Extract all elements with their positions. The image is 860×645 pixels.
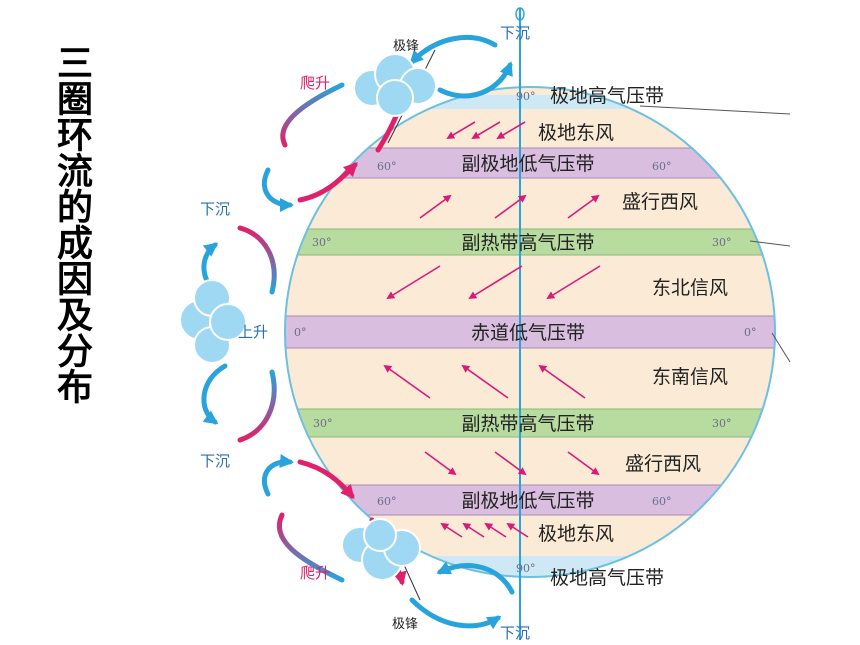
wind-arrow-west-n-2 xyxy=(494,194,527,219)
wind-arrow-west-s-1 xyxy=(424,451,457,476)
degree-label-60-north-right: 60° xyxy=(652,160,672,173)
cell-polar-north-return xyxy=(437,61,513,99)
belt-label-polar-high-north: 极地高气压带 xyxy=(550,85,664,107)
belt-equatorial-low xyxy=(285,315,775,349)
page-title: 三圈环流的成因及分布 xyxy=(51,44,92,404)
cell-polar-south-top xyxy=(409,597,502,630)
belt-label-subpolar-low-north: 副极地低气压带 xyxy=(461,153,594,175)
wind-arrow-west-s-2 xyxy=(494,451,527,476)
wind-arrow-se-1 xyxy=(383,364,431,399)
wind-arrow-ne-1 xyxy=(386,265,441,300)
belt-label-polar-high-south: 极地高气压带 xyxy=(550,567,664,589)
clouds xyxy=(179,53,437,581)
degree-labels: 90° 60° 60° 30° 30° 0° 0° 30° 30° 60° 60… xyxy=(294,90,757,575)
label-climb-north: 爬升 xyxy=(300,74,330,92)
wind-arrow-se-2 xyxy=(461,364,509,399)
wind-labels: 极地东风 盛行西风 东北信风 东南信风 盛行西风 极地东风 xyxy=(538,122,728,545)
leader-line-polar xyxy=(639,105,791,115)
cell-polar-north-top xyxy=(409,35,498,65)
wind-arrow-polar-s-4 xyxy=(506,522,529,538)
cloud-icon xyxy=(179,279,247,364)
axis-rotation-icon xyxy=(515,7,525,21)
wind-label-westerlies-north: 盛行西风 xyxy=(622,191,698,213)
wind-label-se-trades: 东南信风 xyxy=(652,366,728,388)
wind-arrows xyxy=(383,121,601,538)
belt-subtropical-high-south xyxy=(285,408,775,438)
cell-ferrel-north-left xyxy=(261,167,294,212)
vertical-labels: 下沉 爬升 下沉 上升 下沉 爬升 下沉 极锋 极锋 xyxy=(200,24,530,642)
cell-hadley-south-sink xyxy=(237,369,277,443)
globe xyxy=(284,7,791,640)
wind-label-polar-easterlies-south: 极地东风 xyxy=(538,523,614,545)
wind-arrow-polar-n-2 xyxy=(471,121,501,140)
degree-label-90-north: 90° xyxy=(516,90,536,103)
cell-ferrel-south-top xyxy=(276,512,345,583)
cell-polar-south-return xyxy=(436,561,515,595)
belt-label-subpolar-low-south: 副极地低气压带 xyxy=(461,490,594,512)
wind-arrow-se-3 xyxy=(538,364,586,399)
leader-line-subtropical xyxy=(749,240,791,247)
degree-label-0-left: 0° xyxy=(294,326,307,339)
label-climb-south: 爬升 xyxy=(300,564,330,582)
wind-arrow-polar-n-1 xyxy=(446,121,476,140)
wind-label-westerlies-south: 盛行西风 xyxy=(625,453,701,475)
degree-label-30-north-left: 30° xyxy=(312,236,332,249)
wind-arrow-polar-n-3 xyxy=(496,121,526,140)
cloud-icon xyxy=(341,518,421,581)
wind-label-ne-trades: 东北信风 xyxy=(652,277,728,299)
cell-ferrel-north-bottom xyxy=(297,162,358,203)
belt-labels: 极地高气压带 副极地低气压带 副热带高气压带 赤道低气压带 副热带高气压带 副极… xyxy=(461,85,664,589)
belt-subpolar-low-north xyxy=(285,147,775,179)
belt-label-equatorial-low: 赤道低气压带 xyxy=(471,322,585,344)
wind-arrow-polar-s-3 xyxy=(484,522,507,538)
cell-hadley-north-sink xyxy=(237,225,277,295)
label-sink-south-pole: 下沉 xyxy=(500,624,530,642)
degree-label-60-south-left: 60° xyxy=(377,495,397,508)
label-sink-south-30: 下沉 xyxy=(200,452,230,470)
leader-line-equator xyxy=(771,332,791,363)
wind-arrow-polar-s-1 xyxy=(440,522,463,538)
cloud-icon xyxy=(353,53,437,117)
degree-label-60-south-right: 60° xyxy=(652,495,672,508)
degree-label-30-north-right: 30° xyxy=(712,236,732,249)
belt-subtropical-high-north xyxy=(285,228,775,256)
label-sink-north-pole: 下沉 xyxy=(500,24,530,42)
wind-arrow-west-n-3 xyxy=(567,194,600,219)
degree-label-90-south: 90° xyxy=(516,562,536,575)
cell-ferrel-north-top xyxy=(280,82,345,148)
label-sink-north-30: 下沉 xyxy=(200,200,230,218)
wind-arrow-west-n-1 xyxy=(419,194,452,219)
label-polar-front-south: 极锋 xyxy=(392,617,418,632)
degree-label-30-south-left: 30° xyxy=(313,417,333,430)
cell-ferrel-south-left xyxy=(261,454,294,497)
belt-label-subtropical-high-north: 副热带高气压带 xyxy=(461,232,594,254)
label-polar-front-north: 极锋 xyxy=(393,39,419,54)
wind-arrow-ne-3 xyxy=(546,265,601,300)
belt-subpolar-low-south xyxy=(285,484,775,516)
cell-hadley-south-top xyxy=(201,363,228,425)
globe-edge xyxy=(284,86,776,578)
wind-arrow-ne-2 xyxy=(468,265,523,300)
degree-label-0-right: 0° xyxy=(744,326,757,339)
cell-ferrel-south-bottom xyxy=(297,459,355,500)
label-rise-equator: 上升 xyxy=(238,323,268,341)
wind-arrow-polar-s-2 xyxy=(462,522,485,538)
belt-label-subtropical-high-south: 副热带高气压带 xyxy=(461,413,594,435)
degree-label-60-north-left: 60° xyxy=(377,160,397,173)
wind-label-polar-easterlies-north: 极地东风 xyxy=(538,122,614,144)
wind-arrow-west-s-3 xyxy=(567,451,600,476)
degree-label-30-south-right: 30° xyxy=(712,417,732,430)
